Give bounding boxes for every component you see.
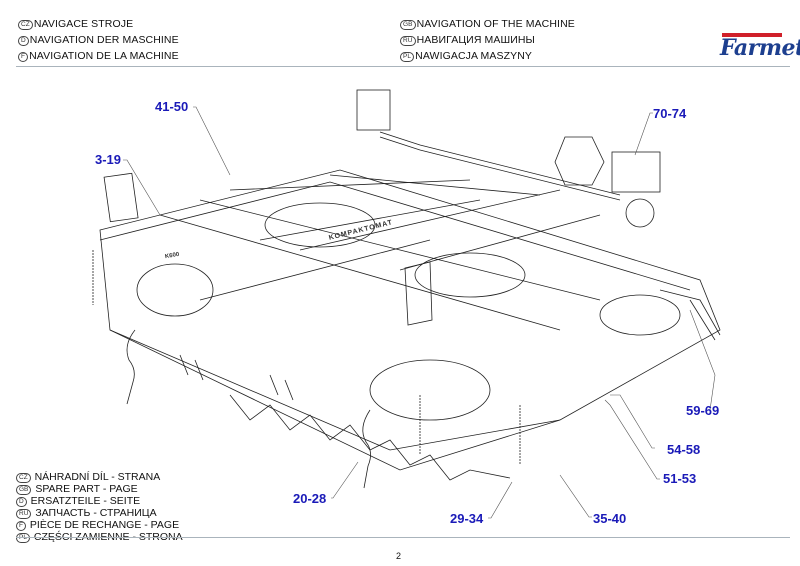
leader-51-53 — [604, 399, 660, 480]
farmet-logo: Farmet — [718, 33, 800, 63]
callout-70-74[interactable]: 70-74 — [653, 106, 687, 121]
lang-badge-cz: CZ — [18, 20, 33, 30]
footer-divider — [16, 537, 790, 538]
lang-badge-ru: RU — [16, 509, 32, 519]
leader-41-50 — [193, 106, 231, 176]
lang-badge-d: D — [16, 497, 27, 507]
leader-20-28 — [331, 461, 359, 499]
warning-plate-diagonal — [404, 261, 433, 326]
footer-line-d: D ERSATZTEILE - SEITE — [16, 495, 140, 507]
header-divider — [16, 66, 790, 67]
lang-badge-d: D — [18, 36, 29, 46]
lang-badge-f: F — [18, 52, 29, 62]
callout-20-28[interactable]: 20-28 — [293, 491, 327, 506]
leader-54-58 — [610, 394, 655, 449]
lang-badge-pl: PL — [16, 533, 30, 543]
lang-badge-cz: CZ — [16, 473, 31, 483]
front-plate — [103, 172, 139, 223]
leader-59-69 — [689, 309, 716, 411]
callout-35-40[interactable]: 35-40 — [593, 511, 627, 526]
lang-badge-gb: GB — [16, 485, 32, 495]
callout-54-58[interactable]: 54-58 — [667, 442, 701, 457]
warning-sign-hexagon — [554, 136, 605, 186]
lang-badge-gb: GB — [400, 20, 416, 30]
rear-plate-right — [611, 151, 661, 193]
callout-51-53[interactable]: 51-53 — [663, 471, 697, 486]
footer-line-ru: RU ЗАПЧАСТЬ - СТРАНИЦА — [16, 507, 157, 519]
leader-3-19 — [123, 159, 161, 216]
callout-59-69[interactable]: 59-69 — [686, 403, 720, 418]
logo-text: Farmet — [720, 35, 800, 61]
footer-line-f: F PIÈCE DE RECHANGE - PAGE — [16, 519, 179, 531]
lang-badge-ru: RU — [400, 36, 416, 46]
leader-29-34 — [488, 481, 513, 519]
leader-70-74 — [634, 112, 653, 156]
callout-29-34[interactable]: 29-34 — [450, 511, 484, 526]
rear-plate-left — [356, 89, 391, 131]
light-round — [625, 198, 655, 228]
lang-badge-f: F — [16, 521, 26, 531]
footer-line-gb: GB SPARE PART - PAGE — [16, 483, 138, 495]
leader-35-40 — [559, 474, 592, 518]
callout-3-19[interactable]: 3-19 — [95, 152, 122, 167]
page-number: 2 — [396, 551, 402, 561]
footer-line-cz: CZ NÁHRADNÍ DÍL - STRANA — [16, 471, 160, 483]
callout-41-50[interactable]: 41-50 — [155, 99, 189, 114]
logo-red-bar — [722, 33, 782, 37]
lang-badge-pl: PL — [400, 52, 415, 62]
